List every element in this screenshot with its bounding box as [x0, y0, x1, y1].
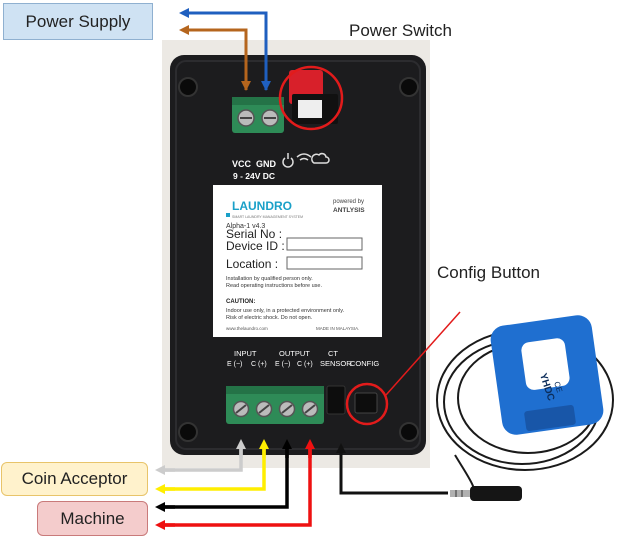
machine-label-box: Machine — [37, 501, 148, 536]
sensor-wire — [339, 450, 448, 495]
config-button-highlight — [345, 382, 389, 426]
machine-pos-wire — [160, 445, 312, 527]
install-note-2: Read operating instructions before use. — [226, 283, 322, 289]
label-ct: CT — [328, 349, 338, 358]
power-supply-label: Power Supply — [25, 11, 131, 31]
audio-plug — [450, 486, 522, 501]
field-device-id: Device ID : — [226, 239, 285, 253]
machine-label: Machine — [60, 508, 125, 528]
field-location: Location : — [226, 257, 278, 271]
model-number: Alpha-1 v4.3 — [226, 223, 265, 230]
cloud-icon — [311, 152, 330, 164]
ct-sensor-clamp — [490, 315, 604, 435]
label-out-e: E (−) — [275, 361, 290, 368]
io-terminal-block — [226, 386, 324, 424]
power-switch — [278, 65, 344, 131]
caution-1: Indoor use only, in a protected environm… — [226, 308, 345, 314]
label-output: OUTPUT — [279, 349, 310, 358]
terminal-label-vcc: VCC — [232, 159, 252, 169]
label-out-c: C (+) — [297, 361, 313, 368]
install-note-1: Installation by qualified person only. — [226, 276, 313, 282]
config-button — [354, 392, 378, 414]
mounting-hole — [399, 422, 419, 442]
terminal-label-gnd: GND — [256, 159, 277, 169]
caution-2: Risk of electric shock. Do not open. — [226, 315, 313, 321]
field-serial: Serial No : — [226, 227, 282, 241]
status-icons — [282, 152, 330, 168]
power-switch-label: Power Switch — [349, 21, 452, 40]
mounting-hole — [178, 422, 198, 442]
sensor-ce-mark: CE — [552, 380, 564, 393]
caution-title: CAUTION: — [226, 299, 255, 305]
config-button-pointer — [385, 311, 461, 396]
power-terminal-block — [232, 97, 284, 133]
terminal-label-voltage: 9 - 24V DC — [233, 171, 275, 181]
ct-sensor-jack — [326, 385, 346, 415]
label-config: CONFIG — [350, 359, 379, 368]
label-in-c: C (+) — [251, 361, 267, 368]
config-button-label: Config Button — [437, 263, 541, 282]
website: www.thelaundro.com — [226, 326, 268, 331]
power-supply-label-box: Power Supply — [3, 3, 153, 40]
power-icon — [282, 153, 294, 168]
machine-neg-wire — [160, 445, 289, 509]
mounting-hole — [178, 77, 198, 97]
made-in: MADE IN MALAYSIA. — [316, 326, 359, 331]
powered-by-brand: ANTLYSIS — [333, 207, 365, 214]
label-sensor: SENSOR — [320, 359, 352, 368]
power-switch-highlight — [278, 65, 344, 131]
label-in-e: E (−) — [227, 361, 242, 368]
label-input: INPUT — [234, 349, 257, 358]
brand-tagline: SMART LAUNDRY MANAGEMENT SYSTEM — [232, 215, 303, 219]
device-id-box — [286, 237, 363, 251]
mounting-hole — [399, 77, 419, 97]
wifi-icon — [296, 153, 312, 161]
device-sticker — [213, 185, 382, 337]
coin-acceptor-label: Coin Acceptor — [21, 469, 128, 488]
powered-by: powered by — [333, 199, 364, 205]
coin-acceptor-label-box: Coin Acceptor — [1, 462, 148, 496]
brand-logo: LAUNDRO — [232, 199, 292, 213]
location-box — [286, 256, 363, 270]
coin-pos-wire — [160, 445, 266, 491]
